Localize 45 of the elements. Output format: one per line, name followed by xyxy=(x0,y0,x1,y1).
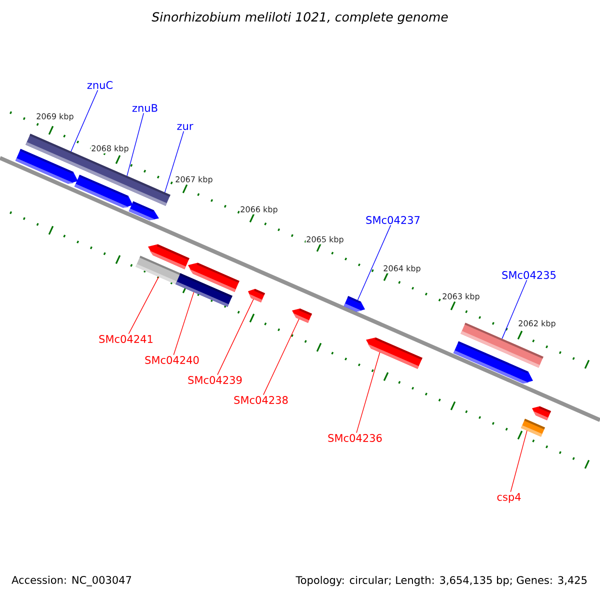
gene-label: SMc04238 xyxy=(234,396,288,404)
tick-label: 2064 kbp xyxy=(382,264,422,274)
gene-label: SMc04237 xyxy=(366,216,420,224)
accession-text: Accession: NC_003047 xyxy=(12,576,132,586)
gene-block xyxy=(136,256,182,286)
gene-block xyxy=(176,273,232,307)
gene-block xyxy=(521,418,545,437)
leader-line xyxy=(502,280,528,340)
gene-feature xyxy=(344,296,365,312)
tick-label: 2068 kbp xyxy=(90,144,130,154)
leader-line xyxy=(126,112,144,176)
gene-feature xyxy=(453,341,533,384)
gene-label: SMc04235 xyxy=(502,271,556,279)
gene-feature xyxy=(74,174,133,208)
gene-label: SMc04239 xyxy=(188,376,242,384)
gene-feature xyxy=(248,288,265,302)
gene-label: SMc04241 xyxy=(99,335,152,343)
gene-feature xyxy=(15,148,78,184)
gene-feature xyxy=(532,406,551,420)
leader-line xyxy=(164,130,184,193)
leader-line xyxy=(70,90,98,152)
leader-line xyxy=(217,298,254,376)
gene-label: znuC xyxy=(87,81,112,89)
leader-line xyxy=(510,430,528,492)
gene-feature xyxy=(366,338,422,369)
gene-feature xyxy=(292,308,312,323)
leader-line xyxy=(128,276,160,334)
leader-line xyxy=(357,224,392,301)
leader-line xyxy=(356,352,380,434)
gene-label: csp4 xyxy=(497,493,521,503)
gene-label: SMc04240 xyxy=(145,356,199,364)
gene-label: SMc04236 xyxy=(328,434,382,442)
tick-label: 2066 kbp xyxy=(240,206,278,214)
tick-label: 2063 kbp xyxy=(442,292,480,302)
gene-feature xyxy=(128,201,159,220)
tick-label: 2067 kbp xyxy=(174,176,214,184)
gene-label: znuB xyxy=(132,104,158,112)
leader-line xyxy=(173,292,194,356)
tick-label: 2065 kbp xyxy=(306,236,344,244)
tick-label: 2069 kbp xyxy=(36,112,74,122)
title: Sinorhizobium meliloti 1021, complete genome xyxy=(152,12,448,24)
tick-label: 2062 kbp xyxy=(518,320,556,328)
genome-info-text: Topology: circular; Length: 3,654,135 bp; Genes: 3,425 xyxy=(296,576,587,586)
gene-label: zur xyxy=(177,124,194,130)
leader-line xyxy=(263,318,300,396)
